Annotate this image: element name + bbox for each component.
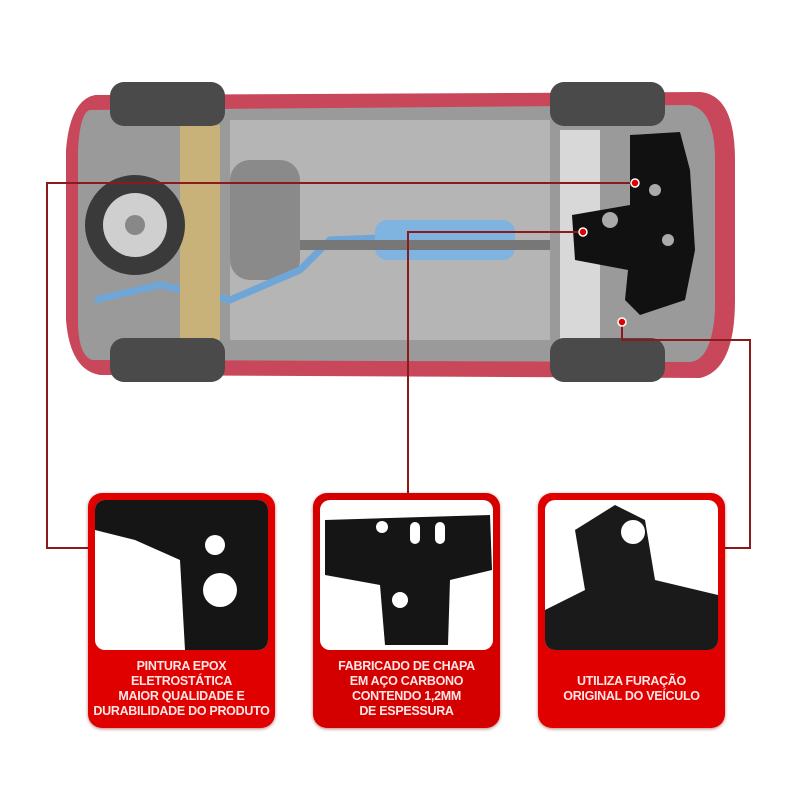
wheels: [110, 82, 665, 382]
feature-text: PINTURA EPOX ELETROSTÁTICA MAIOR QUALIDA…: [93, 658, 270, 718]
feature-card-carbon-steel: FABRICADO DE CHAPA EM AÇO CARBONO CONTEN…: [313, 493, 500, 728]
callout-dots: [578, 178, 640, 327]
skid-plate-corner-photo: [95, 500, 268, 650]
feature-card-epoxy-paint: PINTURA EPOX ELETROSTÁTICA MAIOR QUALIDA…: [88, 493, 275, 728]
skid-plate: [572, 132, 695, 315]
feature-card-original-holes: UTILIZA FURAÇÃO ORIGINAL DO VEÍCULO: [538, 493, 725, 728]
skid-plate-full-photo: [320, 500, 493, 650]
feature-text: FABRICADO DE CHAPA EM AÇO CARBONO CONTEN…: [338, 658, 475, 718]
callout-lines: [46, 182, 751, 549]
feature-text: UTILIZA FURAÇÃO ORIGINAL DO VEÍCULO: [563, 673, 700, 703]
mounting-bracket-photo: [545, 500, 718, 650]
car-body: [66, 92, 735, 378]
spare-tire: [85, 175, 185, 275]
